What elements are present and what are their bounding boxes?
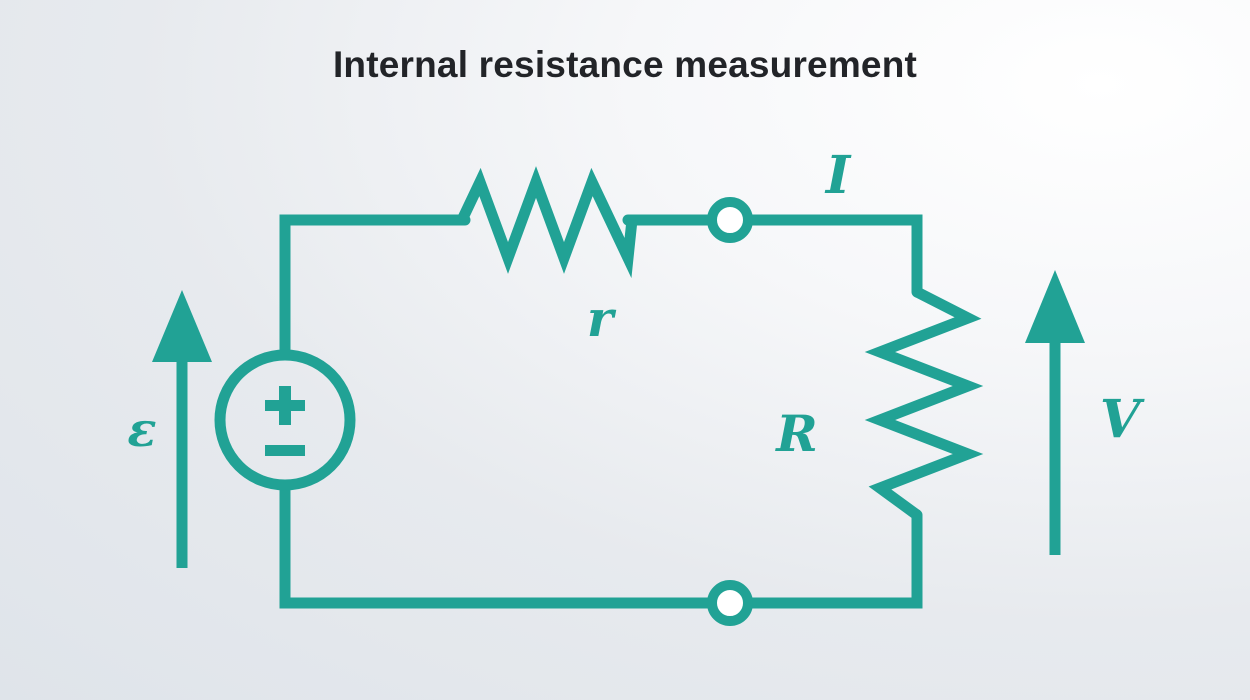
voltage-arrow xyxy=(1025,270,1085,555)
emf-arrow xyxy=(152,290,212,568)
wire-left-top xyxy=(279,214,471,356)
current-label: I xyxy=(824,145,852,206)
minus-icon xyxy=(265,445,305,456)
wire-left-bottom xyxy=(279,484,718,609)
plus-icon xyxy=(265,386,305,425)
load-resistor xyxy=(864,287,984,520)
diagram-title: Internal resistance measurement xyxy=(332,44,918,85)
voltage-label: V xyxy=(1100,389,1145,450)
wire-bottom-right xyxy=(742,509,923,609)
top-terminal xyxy=(707,197,753,243)
emf-label: ε xyxy=(127,402,156,458)
load-resistance-label: R xyxy=(774,404,818,463)
internal-resistance-label: r xyxy=(587,289,617,348)
internal-resistor xyxy=(457,166,638,279)
wire-top-right xyxy=(742,214,923,298)
dc-voltage-source-icon xyxy=(214,349,356,491)
bottom-terminal xyxy=(707,580,753,626)
